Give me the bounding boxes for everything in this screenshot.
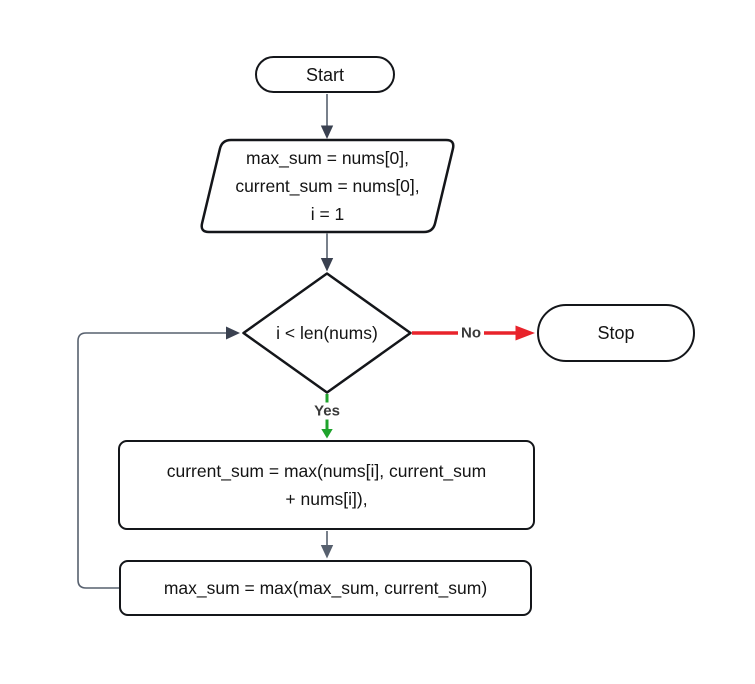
node-init-label: max_sum = nums[0], current_sum = nums[0]…	[235, 148, 420, 224]
node-init-shape	[200, 138, 455, 234]
node-start-label: Start	[305, 64, 344, 85]
node-update-max: max_sum = max(max_sum, current_sum)	[119, 560, 532, 616]
node-stop-label: Stop	[597, 323, 635, 343]
node-update-max-label: max_sum = max(max_sum, current_sum)	[163, 578, 488, 598]
edge-yes-arrowhead	[321, 429, 333, 439]
edge-init-condition-arrowhead	[320, 258, 334, 272]
edge-loop-update-max-condition	[77, 332, 227, 589]
node-condition-shape	[242, 272, 412, 394]
node-start: Start	[255, 56, 395, 93]
edge-loop-arrowhead	[226, 326, 240, 340]
node-condition-label: i < len(nums)	[276, 323, 378, 343]
node-stop: Stop	[537, 304, 695, 362]
edge-update-current-max-arrowhead	[320, 545, 334, 559]
edge-label-yes: Yes	[311, 402, 343, 420]
node-condition: i < len(nums)	[247, 276, 407, 390]
edge-no-arrowhead	[515, 325, 535, 341]
node-init: max_sum = nums[0], current_sum = nums[0]…	[204, 142, 451, 230]
edge-start-init-arrowhead	[320, 125, 334, 139]
node-update-current-label: current_sum = max(nums[i], current_sum +…	[166, 461, 487, 509]
edge-label-no: No	[458, 324, 484, 342]
node-update-current: current_sum = max(nums[i], current_sum +…	[118, 440, 535, 530]
